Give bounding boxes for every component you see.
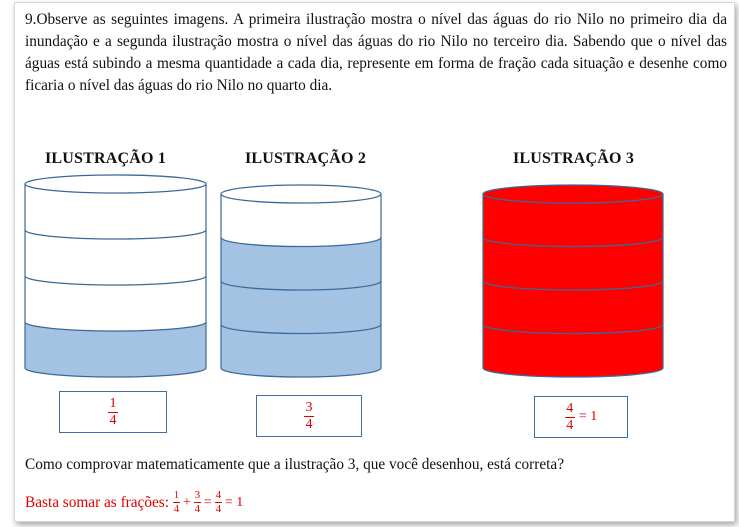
empty-segment	[25, 230, 206, 285]
segment-divider	[482, 280, 664, 291]
fraction-bar	[214, 502, 222, 503]
cylinder-bottom	[482, 367, 664, 378]
fraction-box-1: 1 4	[59, 391, 167, 433]
cylinder-top	[24, 174, 207, 194]
equals-sign: =	[203, 494, 212, 510]
cylinder-top	[482, 184, 664, 204]
segment-divider	[24, 229, 207, 240]
cylinder-illustration-1	[24, 174, 207, 378]
water-segment	[221, 324, 381, 377]
water-segment	[483, 194, 663, 247]
water-segment	[221, 281, 381, 334]
water-segment	[483, 237, 663, 290]
fraction-equals-one: = 1	[578, 409, 598, 424]
water-segment	[483, 281, 663, 334]
answer-text: Basta somar as frações:	[25, 493, 169, 511]
segment-divider	[220, 237, 382, 248]
illustration-3-title: ILUSTRAÇÃO 3	[513, 150, 635, 167]
fraction-numerator: 3	[305, 399, 313, 415]
cylinder-illustration-2	[220, 184, 382, 378]
fraction-bar	[173, 502, 180, 503]
check-question-text: Como comprovar matematicamente que a ilu…	[25, 456, 564, 473]
cylinder-bottom	[220, 367, 382, 378]
question-text: 9.Observe as seguintes imagens. A primei…	[25, 11, 727, 94]
empty-segment	[221, 194, 381, 247]
fraction-3-4: 3 4	[304, 399, 314, 432]
cylinder-illustration-3	[482, 184, 664, 378]
segment-divider	[220, 324, 382, 335]
answer-result: = 1	[224, 494, 244, 510]
fraction-box-2: 3 4	[256, 395, 362, 437]
illustration-2-title: ILUSTRAÇÃO 2	[245, 150, 367, 167]
exercise-card: 9.Observe as seguintes imagens. A primei…	[14, 2, 735, 522]
fraction-numerator: 4	[215, 489, 222, 501]
fraction-denominator: 4	[215, 503, 222, 515]
fraction-denominator: 4	[305, 416, 313, 432]
fraction-box-3: 4 4 = 1	[534, 396, 628, 438]
water-segment	[221, 237, 381, 290]
fraction-1-4: 1 4	[108, 395, 118, 428]
water-segment	[483, 324, 663, 377]
fraction-denominator: 4	[173, 503, 180, 515]
fraction-bar	[108, 411, 118, 413]
fraction-numerator: 1	[173, 489, 180, 501]
segment-divider	[482, 237, 664, 248]
fraction-numerator: 3	[194, 489, 201, 501]
empty-segment	[25, 276, 206, 331]
segment-divider	[220, 280, 382, 291]
water-segment	[25, 322, 206, 377]
fraction-bar	[193, 502, 201, 503]
answer-term-3: 4 4	[214, 489, 222, 515]
fraction-numerator: 4	[566, 400, 574, 416]
plus-sign: +	[183, 494, 191, 510]
fraction-numerator: 1	[109, 395, 117, 411]
fraction-bar	[304, 415, 314, 417]
segment-divider	[24, 275, 207, 286]
cylinder-top	[220, 184, 382, 204]
segment-divider	[24, 321, 207, 332]
empty-segment	[25, 184, 206, 239]
fraction-denominator: 4	[194, 503, 201, 515]
fraction-denominator: 4	[566, 417, 574, 433]
fraction-4-4: 4 4	[564, 400, 575, 433]
fraction-bar	[564, 416, 575, 418]
fraction-denominator: 4	[109, 412, 117, 428]
cylinder-bottom	[24, 367, 207, 378]
segment-divider	[482, 324, 664, 335]
answer-term-1: 1 4	[173, 490, 180, 515]
answer-term-2: 3 4	[193, 489, 201, 515]
answer-line: Basta somar as frações: 1 4 + 3 4 = 4 4 …	[25, 490, 246, 515]
illustration-1-title: ILUSTRAÇÃO 1	[45, 150, 167, 167]
